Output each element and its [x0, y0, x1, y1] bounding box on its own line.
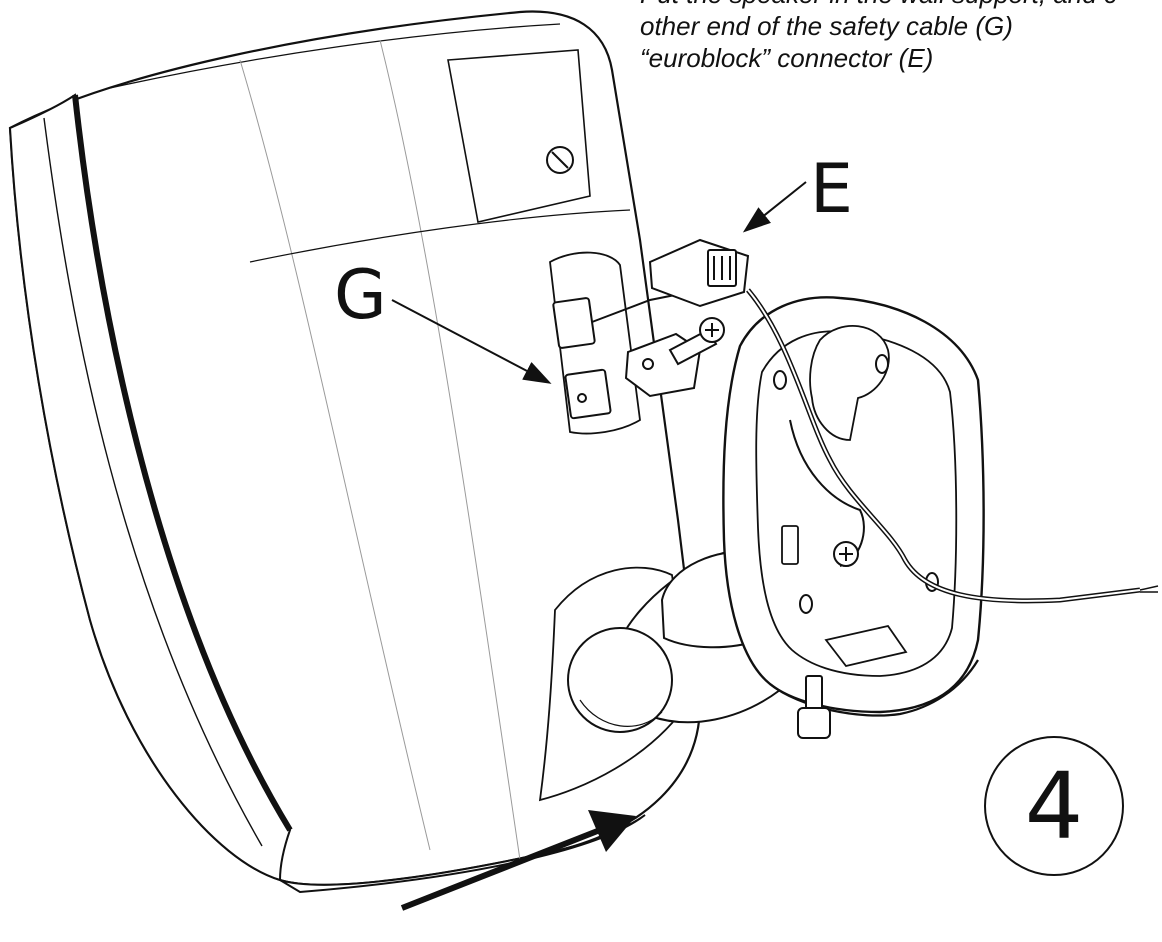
- callout-label-g: G: [334, 256, 387, 335]
- audio-cable: [746, 288, 1159, 604]
- wall-bracket-latch: [781, 525, 799, 565]
- speaker-cabinet: [8, 10, 702, 894]
- ball-joint-ball: [567, 627, 673, 733]
- euroblock-connector-detail: [713, 256, 731, 280]
- wall-bracket-screw-cross: [839, 547, 853, 561]
- instruction-line-1: Put the speaker in the wall support, and…: [640, 0, 1162, 10]
- speaker-label-panel: [447, 49, 591, 223]
- speaker-horizontal-line: [249, 209, 631, 263]
- speaker-panel-line-2: [379, 39, 521, 861]
- mounting-plate-hole: [642, 358, 654, 370]
- wall-bracket-hole-top-left: [773, 370, 787, 390]
- safety-cable-anchor: [552, 297, 596, 349]
- step-number-badge: 4: [984, 736, 1124, 876]
- instruction-line-3: “euroblock” connector (E): [640, 43, 934, 73]
- step-number: 4: [1024, 752, 1084, 860]
- speaker-front-edge: [72, 94, 293, 832]
- speaker-lower-socket: [564, 368, 612, 420]
- speaker-panel-line-1: [239, 59, 431, 851]
- ball-joint: [567, 546, 792, 733]
- audio-cable-line-inner: [747, 289, 1141, 602]
- callout-g-leader: [391, 299, 552, 384]
- callout-e-leader: [742, 181, 807, 233]
- instruction-line-2: other end of the safety cable (G): [640, 11, 1013, 41]
- speaker-front-edge-inner: [43, 117, 263, 847]
- speaker-top-ridge: [109, 23, 561, 89]
- mounting-plate: [624, 317, 725, 398]
- wall-bracket-hole-top-right: [875, 354, 889, 374]
- insertion-arrow-shaft: [400, 827, 602, 911]
- callout-label-e: E: [810, 150, 853, 229]
- wall-bracket-keyhole: [809, 325, 890, 441]
- insertion-direction-arrow: [400, 810, 636, 911]
- speaker-screw-slot: [551, 151, 569, 169]
- adjustment-knob: [797, 675, 831, 739]
- wall-bracket-clip: [824, 624, 908, 668]
- euroblock-connector: [648, 238, 750, 308]
- wall-bracket-base-edge: [769, 659, 979, 717]
- insertion-arrow-head: [588, 810, 636, 852]
- wall-bracket: [722, 296, 985, 717]
- wall-bracket-hole-bottom-left: [799, 594, 813, 614]
- adjustment-knob-head: [797, 707, 831, 739]
- instruction-text: Put the speaker in the wall support, and…: [640, 0, 1162, 74]
- ball-joint-ball-detail: [579, 699, 663, 727]
- audio-cable-wire-ends: [1139, 585, 1159, 593]
- speaker-socket-hole: [577, 393, 587, 403]
- mounting-plate-screw-cross: [705, 323, 719, 337]
